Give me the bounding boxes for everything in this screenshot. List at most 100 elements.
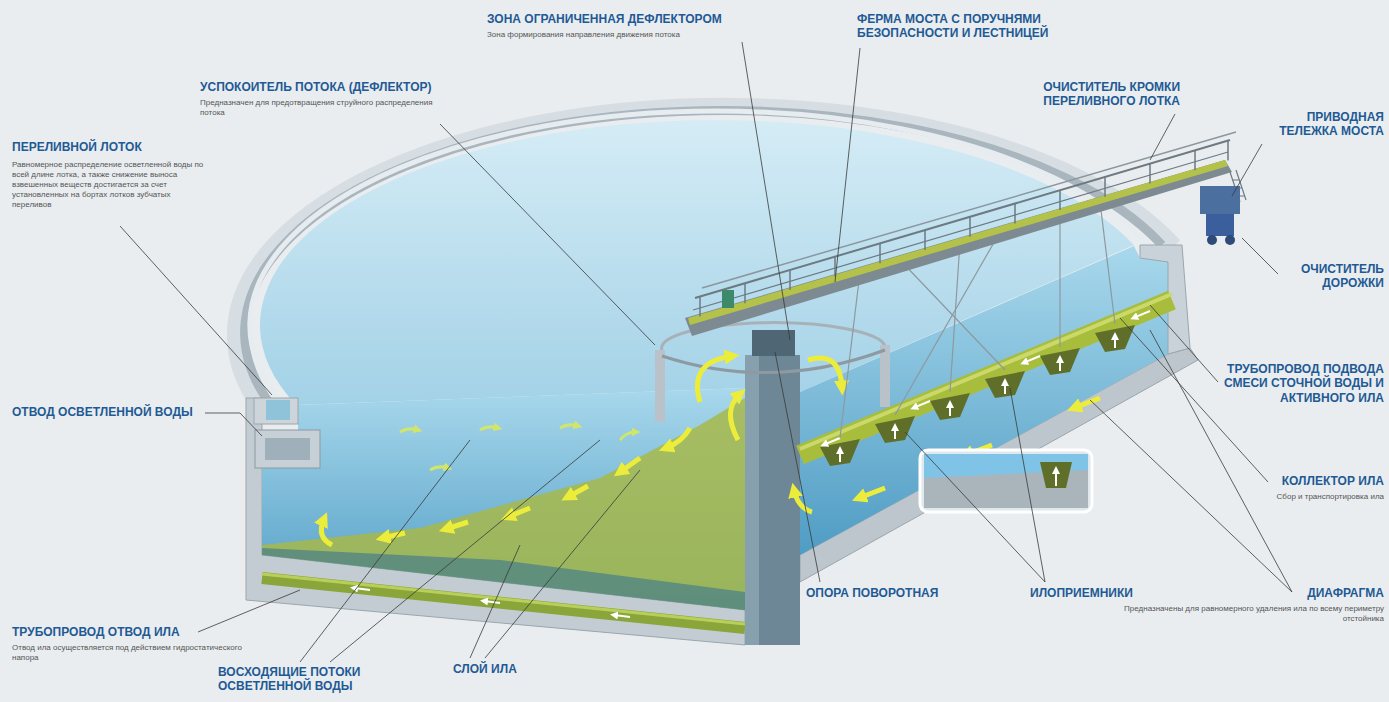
sludge-collector bbox=[894, 427, 896, 439]
upflow-arrows bbox=[400, 425, 636, 470]
drive-trolley bbox=[1200, 186, 1240, 245]
flow-arrows bbox=[1074, 398, 1100, 408]
callout-note: Предназначен для предотвращения струйног… bbox=[200, 98, 450, 118]
leader-lines bbox=[120, 226, 272, 395]
leader-lines bbox=[440, 124, 655, 345]
detail-inset bbox=[920, 450, 1092, 512]
tank-section-right bbox=[800, 245, 1198, 582]
flow-arrows bbox=[730, 394, 740, 440]
sludge-collector bbox=[800, 294, 1172, 449]
center-column bbox=[745, 330, 800, 645]
leader-lines bbox=[1150, 114, 1175, 160]
flow-arrows bbox=[620, 458, 640, 472]
callout-heading: ОТВОД ОСВЕТЛЕННОЙ ВОДЫ bbox=[12, 405, 193, 419]
flow-arrows bbox=[666, 428, 690, 448]
leader-lines bbox=[1242, 238, 1278, 274]
sludge-collector bbox=[930, 393, 970, 420]
tie-rods bbox=[1059, 213, 1060, 347]
flow-deflector bbox=[655, 323, 890, 422]
upflow-arrows bbox=[620, 432, 636, 440]
upflow-arrows bbox=[480, 427, 498, 430]
flow-arrows bbox=[383, 533, 405, 538]
sludge-collector bbox=[985, 371, 1025, 398]
leader-lines bbox=[775, 352, 820, 582]
flow-arrows bbox=[697, 356, 732, 402]
callout-note: Зона формирования направления движения п… bbox=[487, 30, 787, 40]
sludge-collector bbox=[1095, 325, 1135, 352]
bridge-truss bbox=[702, 132, 1236, 288]
tank-section-left bbox=[262, 398, 745, 610]
sludge-collector bbox=[949, 404, 951, 416]
callout-heading: ПРИВОДНАЯ ТЕЛЕЖКА МОСТА bbox=[1259, 110, 1384, 139]
flow-deflector bbox=[655, 350, 665, 422]
bridge-truss bbox=[685, 160, 1232, 336]
sludge-collector bbox=[1114, 336, 1116, 348]
callout-heading: ТРУБОПРОВОД ПОДВОДА СМЕСИ СТОЧНОЙ ВОДЫ И… bbox=[1219, 362, 1384, 405]
callout-note: Равномерное распределение осветленной во… bbox=[12, 160, 212, 210]
upflow-arrows bbox=[400, 429, 418, 432]
tank-section-right bbox=[800, 246, 1168, 555]
callout-heading: ОЧИСТИТЕЛЬ КРОМКИ ПЕРЕЛИВНОГО ЛОТКА bbox=[1020, 80, 1180, 109]
bridge-truss bbox=[700, 141, 1228, 317]
callout-heading: ВОСХОДЯЩИЕ ПОТОКИ ОСВЕТЛЕННОЙ ВОДЫ bbox=[218, 665, 383, 694]
callout-heading: ОЧИСТИТЕЛЬ ДОРОЖКИ bbox=[1284, 262, 1384, 291]
center-column bbox=[745, 355, 800, 645]
callout-heading: ОПОРА ПОВОРОТНАЯ bbox=[806, 586, 938, 600]
sludge-collector bbox=[824, 311, 1150, 462]
flow-arrows bbox=[321, 519, 332, 545]
tank-section-left bbox=[254, 398, 298, 424]
bridge-truss bbox=[688, 160, 1228, 325]
leader-lines bbox=[205, 413, 262, 436]
detail-inset bbox=[920, 450, 1092, 512]
sludge-collector bbox=[1134, 311, 1150, 318]
leader-lines bbox=[198, 590, 300, 632]
callout-note: Предназначены для равномерного удаления … bbox=[1084, 604, 1384, 624]
sludge-collector bbox=[1024, 356, 1040, 363]
drive-trolley bbox=[1200, 186, 1240, 214]
callout-note: Отвод ила осуществляется под действием г… bbox=[12, 643, 242, 663]
sludge-collector bbox=[1040, 348, 1080, 375]
tank-section-left bbox=[262, 388, 745, 610]
center-column bbox=[745, 355, 759, 645]
leader-lines bbox=[120, 42, 1292, 662]
sludge-collector bbox=[800, 300, 1172, 455]
sludge-collector bbox=[820, 439, 860, 466]
callout-note: Сбор и транспортировка ила bbox=[1277, 492, 1384, 502]
sludge-collector bbox=[1059, 359, 1061, 371]
bridge-truss bbox=[685, 132, 1246, 336]
callout-heading: ЗОНА ОГРАНИЧЕННАЯ ДЕФЛЕКТОРОМ bbox=[487, 12, 722, 26]
flow-deflector bbox=[662, 350, 885, 373]
sludge-collector bbox=[839, 450, 841, 462]
leader-lines bbox=[1150, 305, 1218, 382]
tank-section-left bbox=[265, 438, 310, 460]
leader-lines bbox=[300, 440, 470, 662]
sludge-collector bbox=[1004, 382, 1006, 394]
tank-section-left bbox=[246, 388, 745, 645]
leader-lines bbox=[905, 432, 1045, 582]
sludge-collector bbox=[824, 438, 840, 445]
center-column bbox=[752, 330, 795, 356]
upflow-arrows bbox=[560, 425, 578, 428]
sludge-collector bbox=[914, 401, 930, 408]
sludge-drain-pipe bbox=[484, 601, 500, 603]
callout-heading: ФЕРМА МОСТА С ПОРУЧНЯМИ БЕЗОПАСНОСТИ И Л… bbox=[857, 12, 1072, 41]
drive-trolley bbox=[1225, 235, 1235, 245]
detail-inset bbox=[1040, 462, 1072, 488]
flow-arrows bbox=[808, 358, 842, 388]
leader-lines bbox=[1232, 144, 1262, 196]
sludge-collector bbox=[875, 416, 915, 443]
upflow-arrows bbox=[430, 467, 448, 470]
flow-deflector bbox=[880, 345, 890, 407]
callout-heading: ДИАФРАГМА bbox=[1307, 586, 1384, 600]
tie-rods bbox=[1100, 202, 1115, 324]
callout-heading: ПЕРЕЛИВНОЙ ЛОТОК bbox=[12, 140, 142, 154]
callout-heading: ТРУБОПРОВОД ОТВОД ИЛА bbox=[12, 625, 180, 639]
leader-lines bbox=[1120, 318, 1268, 482]
tie-rods bbox=[840, 272, 860, 438]
bridge-truss bbox=[722, 290, 734, 308]
sludge-drain-pipe bbox=[262, 578, 745, 628]
tank-section-left bbox=[266, 400, 290, 420]
leader-lines bbox=[470, 545, 520, 658]
